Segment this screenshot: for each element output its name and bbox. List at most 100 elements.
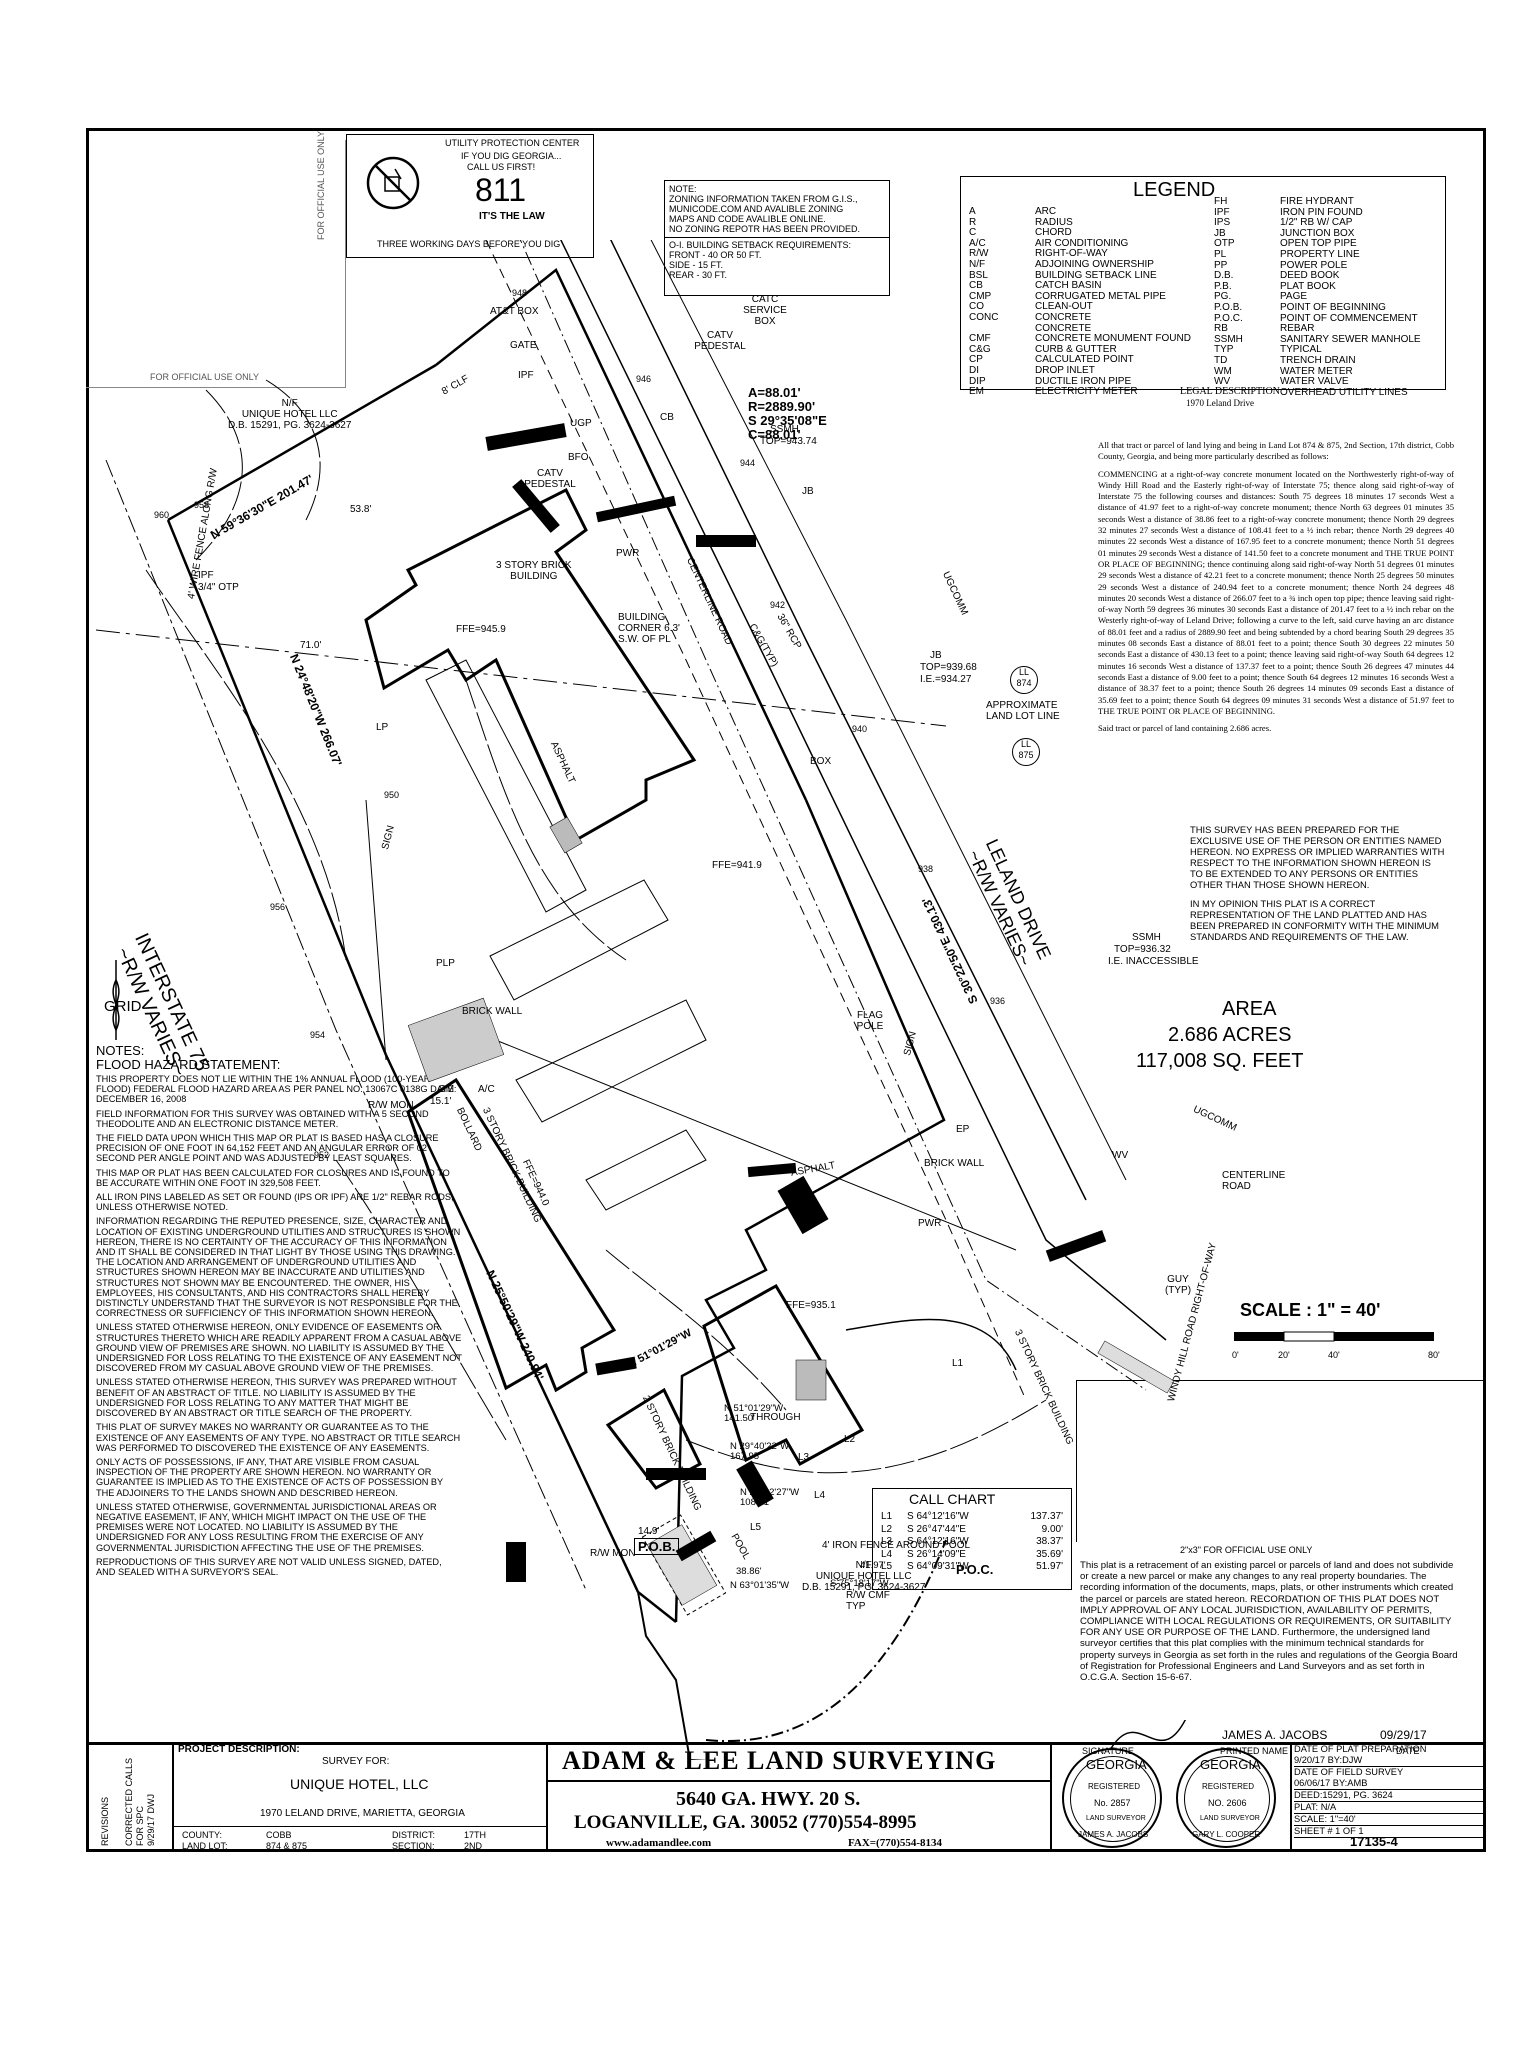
contour-label: 942 <box>770 600 786 610</box>
legend-meaning: OPEN TOP PIPE <box>1280 238 1357 250</box>
legend-entry: OVERHEAD UTILITY LINES <box>1214 387 1444 399</box>
pwr-label-2: PWR <box>616 548 640 559</box>
building-1 <box>364 487 697 843</box>
signature-scribble <box>1109 1720 1186 1751</box>
pwr-label: PWR <box>918 1218 942 1229</box>
ll-875-badge: LL 875 <box>1012 738 1040 766</box>
plat-info-line: PLAT: N/A <box>1294 1802 1484 1814</box>
building-3 <box>605 1387 702 1490</box>
note-item: ONLY ACTS OF POSSESSIONS, IF ANY, THAT A… <box>96 1456 444 1498</box>
call-id: L3 <box>881 1536 893 1547</box>
legend-abbr: P.O.C. <box>1214 312 1243 324</box>
legend-meaning: CONCRETE <box>1035 322 1092 334</box>
legend-meaning: POINT OF COMMENCEMENT <box>1280 312 1418 324</box>
legend-abbr: N/F <box>969 258 986 270</box>
note-item: UNLESS STATED OTHERWISE HEREON, THIS SUR… <box>96 1377 457 1419</box>
call-bearing: S 26°14'09"E <box>907 1548 966 1560</box>
plat-info-line: DATE OF FIELD SURVEY <box>1294 1767 1404 1777</box>
note-item: ALL IRON PINS LABELED AS SET OR FOUND (I… <box>96 1192 454 1213</box>
jb-label: JB <box>802 486 814 497</box>
interstate-boundary-2 <box>384 1054 640 1593</box>
legend-abbr: DIP <box>969 375 986 387</box>
legend-meaning: TYPICAL <box>1280 344 1322 356</box>
ipf-label-2: IPF <box>198 570 214 581</box>
lp-label: LP <box>376 722 389 733</box>
legend-abbr: PG. <box>1214 291 1232 303</box>
curve-bearing: S 29°35'08"E <box>748 413 827 428</box>
legend-meaning: PAGE <box>1280 291 1308 303</box>
area-acres: 2.686 ACRES <box>1168 1024 1292 1046</box>
legend-entry: CONCRETE <box>969 322 1199 335</box>
notes-items: THIS PROPERTY DOES NOT LIE WITHIN THE 1%… <box>96 1074 462 1577</box>
legend-abbr: EM <box>969 386 984 398</box>
dist-71: 71.0' <box>300 640 322 651</box>
building-4 <box>702 1283 865 1467</box>
brick-wall-label: BRICK WALL <box>462 1006 523 1017</box>
seal-name: JAMES A. JACOBS <box>1078 1830 1149 1839</box>
plp-label: PLP <box>436 958 455 969</box>
north-arrow-icon <box>112 960 120 1040</box>
contour-label: 952 <box>314 1150 330 1160</box>
dist-14: 14.9' <box>638 1526 660 1537</box>
call-distance: 9.00' <box>1041 1523 1063 1535</box>
dist-53: 53.8' <box>350 504 372 515</box>
ssmh2-label: SSMH <box>1132 932 1161 943</box>
plat-info-line: 9/20/17 BY:DJW <box>1294 1755 1484 1767</box>
note-item: INFORMATION REGARDING THE REPUTED PRESEN… <box>96 1216 461 1319</box>
seal-number: No. 2857 <box>1094 1798 1131 1808</box>
call-id: L2 <box>881 1523 893 1535</box>
title-block <box>86 1742 1486 1852</box>
legal-description: All that tract or parcel of land lying a… <box>1098 440 1454 734</box>
legend-abbr: C <box>969 227 977 239</box>
utility-law: IT'S THE LAW <box>479 211 545 222</box>
gm-label: GM <box>438 1084 455 1095</box>
ipf-label: IPF <box>518 370 534 381</box>
note-item: THE FIELD DATA UPON WHICH THIS MAP OR PL… <box>96 1133 439 1164</box>
ffe-2: FFE=941.9 <box>712 860 762 871</box>
plat-info-line: SCALE: 1"=40' <box>1294 1814 1484 1826</box>
otp-label: 3/4" OTP <box>198 582 239 593</box>
legend-abbr: R/W <box>969 248 989 260</box>
call-distance: 38.37' <box>1036 1536 1063 1547</box>
scale-tick: 20' <box>1278 1350 1290 1360</box>
official-use-box <box>1076 1380 1486 1542</box>
seal-ring: LAND SURVEYOR <box>1086 1815 1146 1822</box>
seal-ring: LAND SURVEYOR <box>1200 1815 1260 1822</box>
legend-meaning: BUILDING SETBACK LINE <box>1035 269 1157 281</box>
legend-meaning: WATER VALVE <box>1280 376 1349 388</box>
seal-registered: REGISTERED <box>1202 1782 1255 1791</box>
note-item: UNLESS STATED OTHERWISE HEREON, ONLY EVI… <box>96 1322 462 1374</box>
legend-abbr: FH <box>1214 196 1228 207</box>
att-box-label: AT&T BOX <box>490 306 539 317</box>
call-distance: 35.69' <box>1036 1548 1063 1560</box>
company-block: ADAM & LEE LAND SURVEYING 5640 GA. HWY. … <box>548 1742 1052 1852</box>
company-address-1: 5640 GA. HWY. 20 S. <box>676 1788 861 1810</box>
grid-label: GRID <box>104 998 142 1015</box>
seal-number: NO. 2606 <box>1208 1798 1247 1808</box>
call-id: L4 <box>881 1548 893 1560</box>
legend-meaning: PROPERTY LINE <box>1280 248 1360 260</box>
legal-title: LEGAL DESCRIPTION <box>1180 386 1280 397</box>
legend-abbr: CO <box>969 301 984 313</box>
plat-info-line: SHEET # 1 OF 1 <box>1294 1826 1484 1838</box>
legend-meaning: POINT OF BEGINNING <box>1280 301 1386 313</box>
south-boundary <box>674 799 946 1623</box>
gate-label: GATE <box>510 340 537 351</box>
legal-p1: All that tract or parcel of land lying a… <box>1098 440 1454 462</box>
call-bearing: S 64°12'16"W <box>907 1536 969 1547</box>
owner-top: N/F UNIQUE HOTEL LLC D.B. 15291, PG. 362… <box>228 398 351 431</box>
